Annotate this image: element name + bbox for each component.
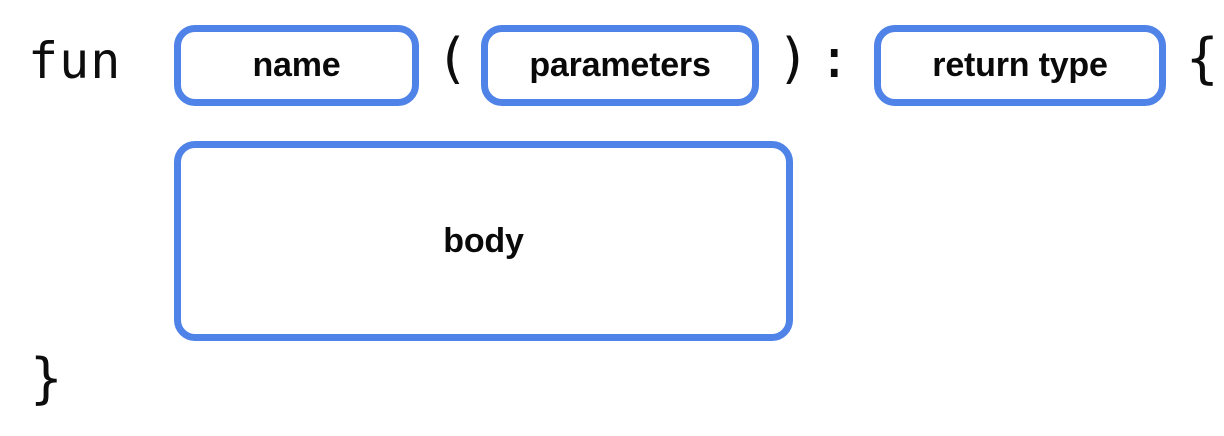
slot-parameters[interactable]: parameters — [481, 25, 759, 106]
slot-body[interactable]: body — [174, 141, 793, 341]
slot-parameters-label: parameters — [529, 46, 711, 84]
slot-name[interactable]: name — [174, 25, 419, 106]
colon-token: : — [818, 27, 851, 90]
slot-body-label: body — [443, 221, 524, 260]
close-paren-token: ) — [777, 27, 810, 90]
slot-return-type-label: return type — [932, 46, 1108, 84]
slot-return-type[interactable]: return type — [874, 25, 1166, 106]
open-paren-token: ( — [436, 27, 469, 90]
keyword-fun: fun — [28, 32, 122, 90]
open-brace-token: { — [1186, 27, 1219, 90]
slot-name-label: name — [252, 46, 341, 84]
close-brace-token: } — [30, 347, 63, 410]
